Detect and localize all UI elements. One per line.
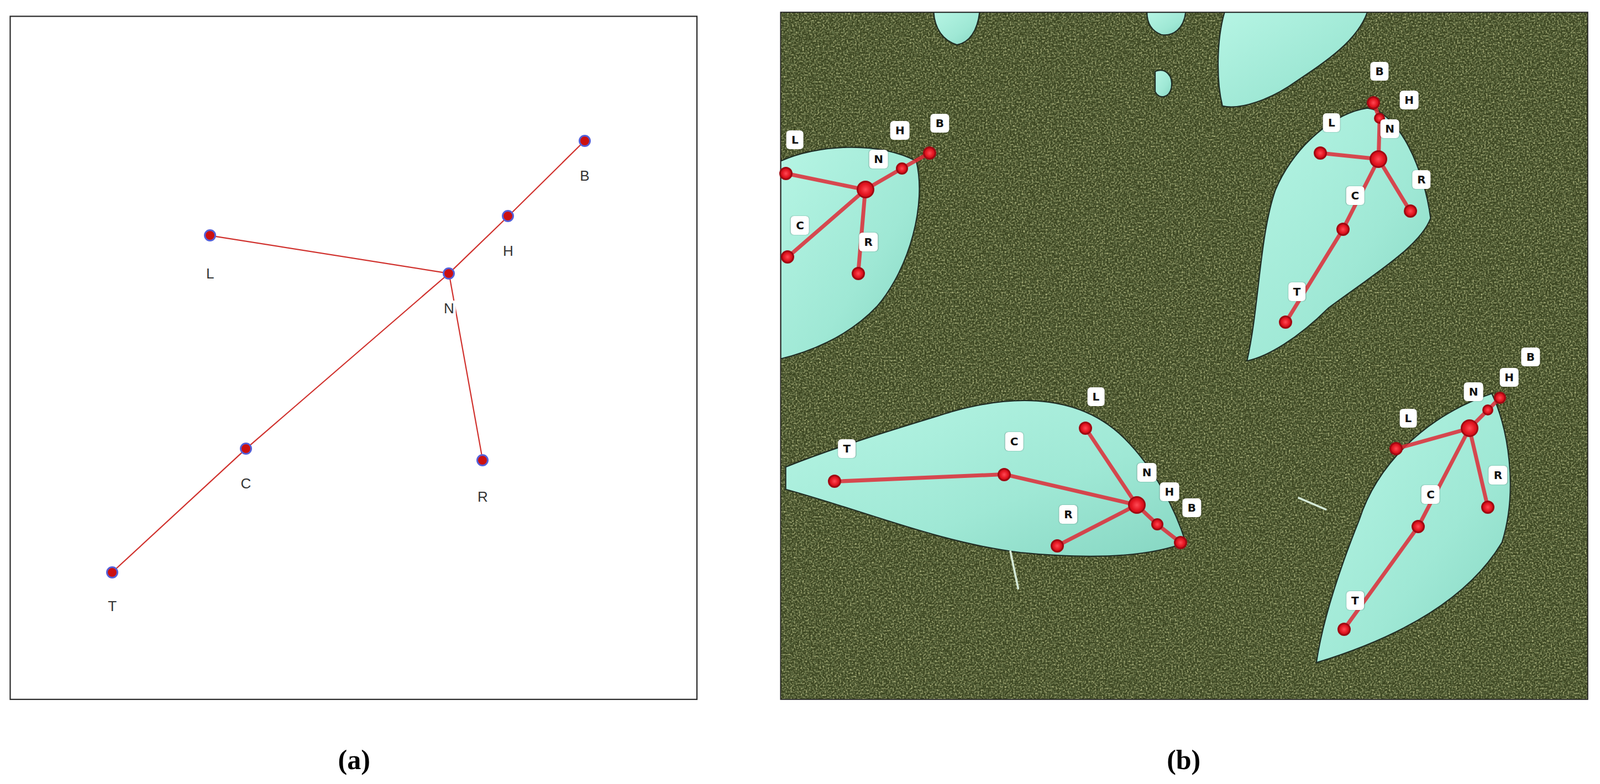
keypoint-label: H [1159,482,1179,502]
keypoint-label: N [1380,119,1400,139]
keypoint-label: R [1488,465,1508,485]
keypoint-dot: T [1337,622,1351,637]
photo-frame [780,12,1588,700]
keypoint-dot: L [1389,442,1403,456]
skeleton-line [1142,511,1153,521]
skeleton-line [512,145,581,213]
keypoint-label: C [1346,186,1365,206]
skeleton-line [1471,437,1487,501]
keypoint-label: N [1464,382,1484,402]
keypoint-label: B [1370,61,1389,81]
keypoint-dot: N [1369,150,1388,169]
skeleton-line [1161,528,1175,539]
keypoint-dot: T [1278,315,1293,329]
skeleton-line [1421,436,1466,521]
keypoint-label: T [106,598,119,615]
keypoint-dot: L [203,229,217,242]
keypoint-label: B [1182,498,1201,518]
skeleton-line [1326,153,1370,159]
keypoint-dot: R [1050,539,1064,553]
keypoint-label: B [1521,347,1540,367]
skeleton-line [1089,433,1132,498]
keypoint-label: B [930,113,949,133]
keypoint-label: L [1087,387,1105,407]
skeleton-line [1491,402,1496,407]
keypoint-dot: H [895,162,909,175]
keypoint-label: L [1323,113,1341,133]
skeleton-line [1383,166,1408,206]
keypoint-dot: L [1078,421,1093,435]
skeleton-line [1345,166,1375,224]
chicken-body [780,12,1510,663]
keypoint-label: T [1288,282,1306,302]
keypoint-label: N [868,149,889,169]
panel-frame [9,16,697,700]
keypoint-label: N [442,300,456,317]
keypoint-dot: B [1493,391,1507,405]
keypoint-dot: T [827,474,842,489]
keypoint-dot: R [1481,500,1495,514]
keypoint-dot: B [1366,96,1381,110]
keypoint-label: C [790,216,810,235]
skeleton-line [1289,235,1340,318]
keypoint-dot: R [851,266,865,281]
panel-caption: (a) [338,745,371,776]
skeleton-line [216,236,443,273]
keypoint-dot: T [106,566,119,579]
photo [780,12,1588,700]
keypoint-label: N [1137,463,1157,482]
keypoint-label: C [1421,485,1440,505]
keypoint-dot: H [1151,518,1164,531]
skeleton-line [453,220,504,270]
keypoint-label: L [204,265,216,282]
keypoint-dot: N [1460,419,1479,438]
keypoint-label: H [501,243,516,259]
keypoint-label: B [578,168,591,184]
skeleton-line [250,277,445,445]
chicken-leg [1010,497,1327,590]
keypoint-dot: L [779,166,793,181]
skeleton-line [791,174,857,188]
keypoint-dot: C [1411,520,1425,534]
skeleton-line [907,156,925,166]
keypoint-label: C [239,475,254,492]
keypoint-dot: N [1128,496,1146,514]
keypoint-label: R [475,489,490,505]
skeleton-line [1402,431,1461,448]
keypoint-dot: C [239,442,253,455]
keypoint-dot: B [922,146,937,160]
keypoint-label: T [838,439,857,459]
keypoint-dot: C [1336,222,1350,236]
keypoint-dot: B [578,134,591,148]
skeleton-line [872,171,897,186]
keypoint-label: R [1058,505,1078,524]
panel-caption: (b) [1166,745,1201,776]
keypoint-dot: H [501,210,514,223]
skeleton-line [1378,123,1380,151]
keypoint-label: C [1005,432,1024,451]
keypoint-label: H [890,121,910,140]
keypoint-label: T [1346,591,1365,611]
keypoint-dot: C [780,250,795,264]
keypoint-dot: H [1482,404,1494,416]
keypoint-dot: R [476,454,489,467]
keypoint-label: H [1399,90,1419,110]
skeleton-line [116,453,242,569]
keypoint-label: H [1499,368,1519,387]
keypoint-dot: N [442,267,455,280]
skeleton-line [1010,475,1129,503]
keypoint-dot: N [856,180,875,199]
keypoint-label: R [1412,170,1431,190]
keypoint-dot: L [1313,146,1327,160]
keypoint-dot: B [1173,536,1188,550]
keypoint-dot: C [997,468,1011,482]
keypoint-label: L [786,130,804,150]
keypoint-label: R [858,232,878,252]
skeleton-line [841,474,998,482]
keypoint-label: L [1399,408,1418,428]
skeleton-line [1475,413,1484,423]
keypoint-dot: R [1403,204,1418,218]
